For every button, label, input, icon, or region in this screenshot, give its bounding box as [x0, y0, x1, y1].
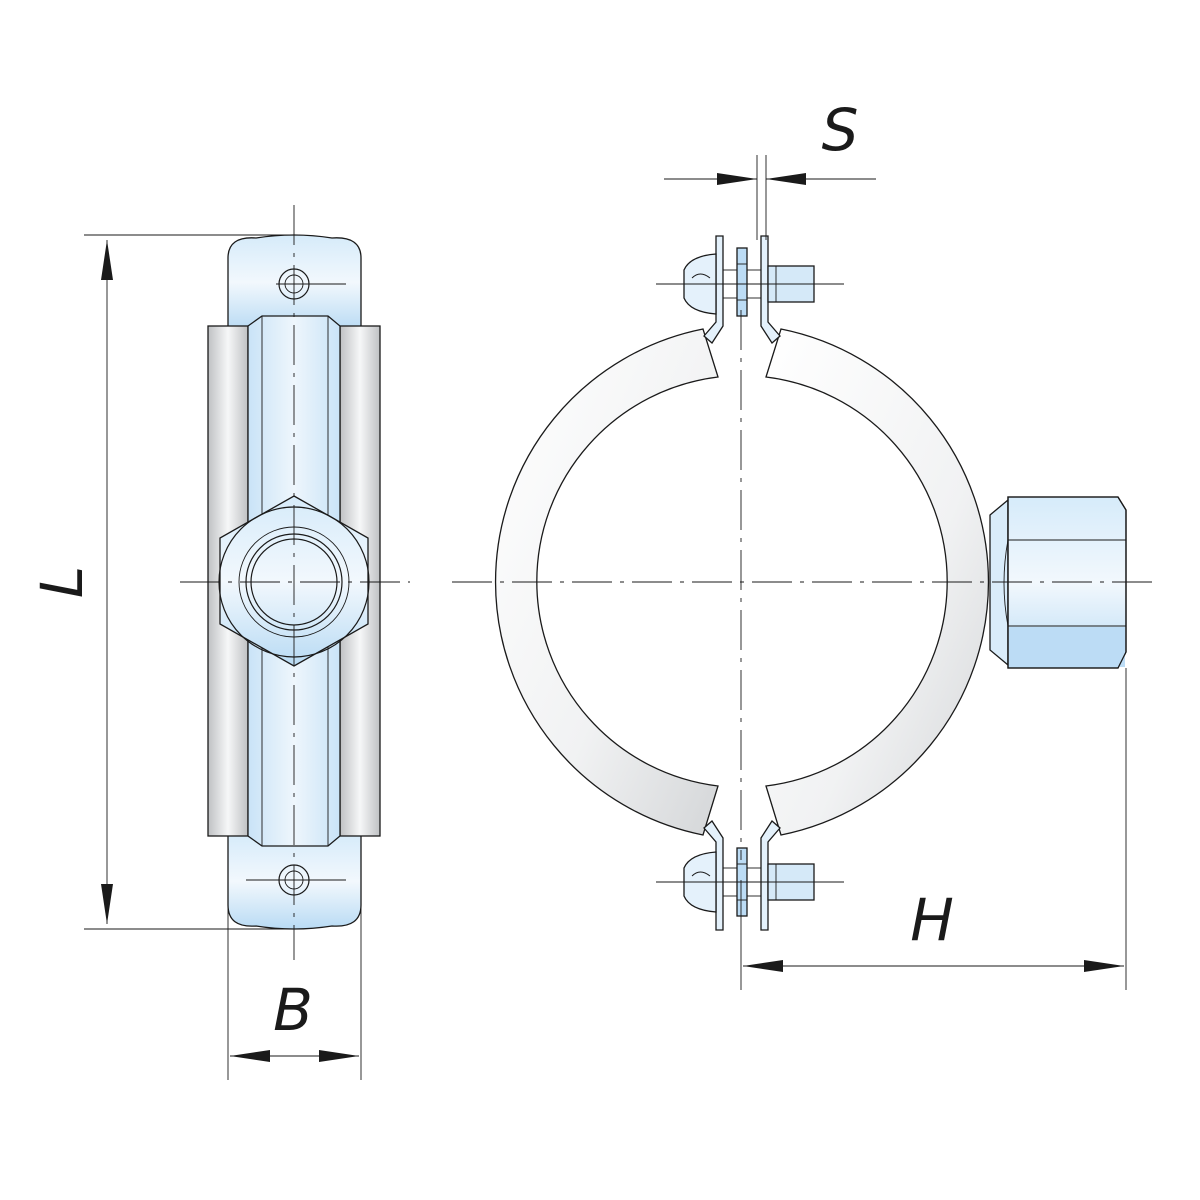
- front-view: [452, 235, 1156, 931]
- ear-top: [683, 235, 815, 344]
- clamp-half-left: [494, 328, 719, 836]
- ear-bottom: [683, 820, 815, 931]
- strap-bottom-end: [227, 833, 362, 930]
- dimension-B-label: B: [273, 976, 313, 1044]
- dimension-L-label: L: [28, 566, 96, 598]
- dimension-S-label: S: [822, 96, 859, 164]
- dimension-B: B: [227, 905, 362, 1080]
- dimension-H: H: [740, 668, 1127, 990]
- dimension-S: S: [664, 96, 876, 240]
- dimension-L: L: [28, 234, 300, 930]
- dimension-H-label: H: [910, 886, 954, 954]
- hex-nut-front: [989, 496, 1127, 669]
- clamp-half-right: [765, 328, 990, 836]
- side-view: [180, 205, 410, 960]
